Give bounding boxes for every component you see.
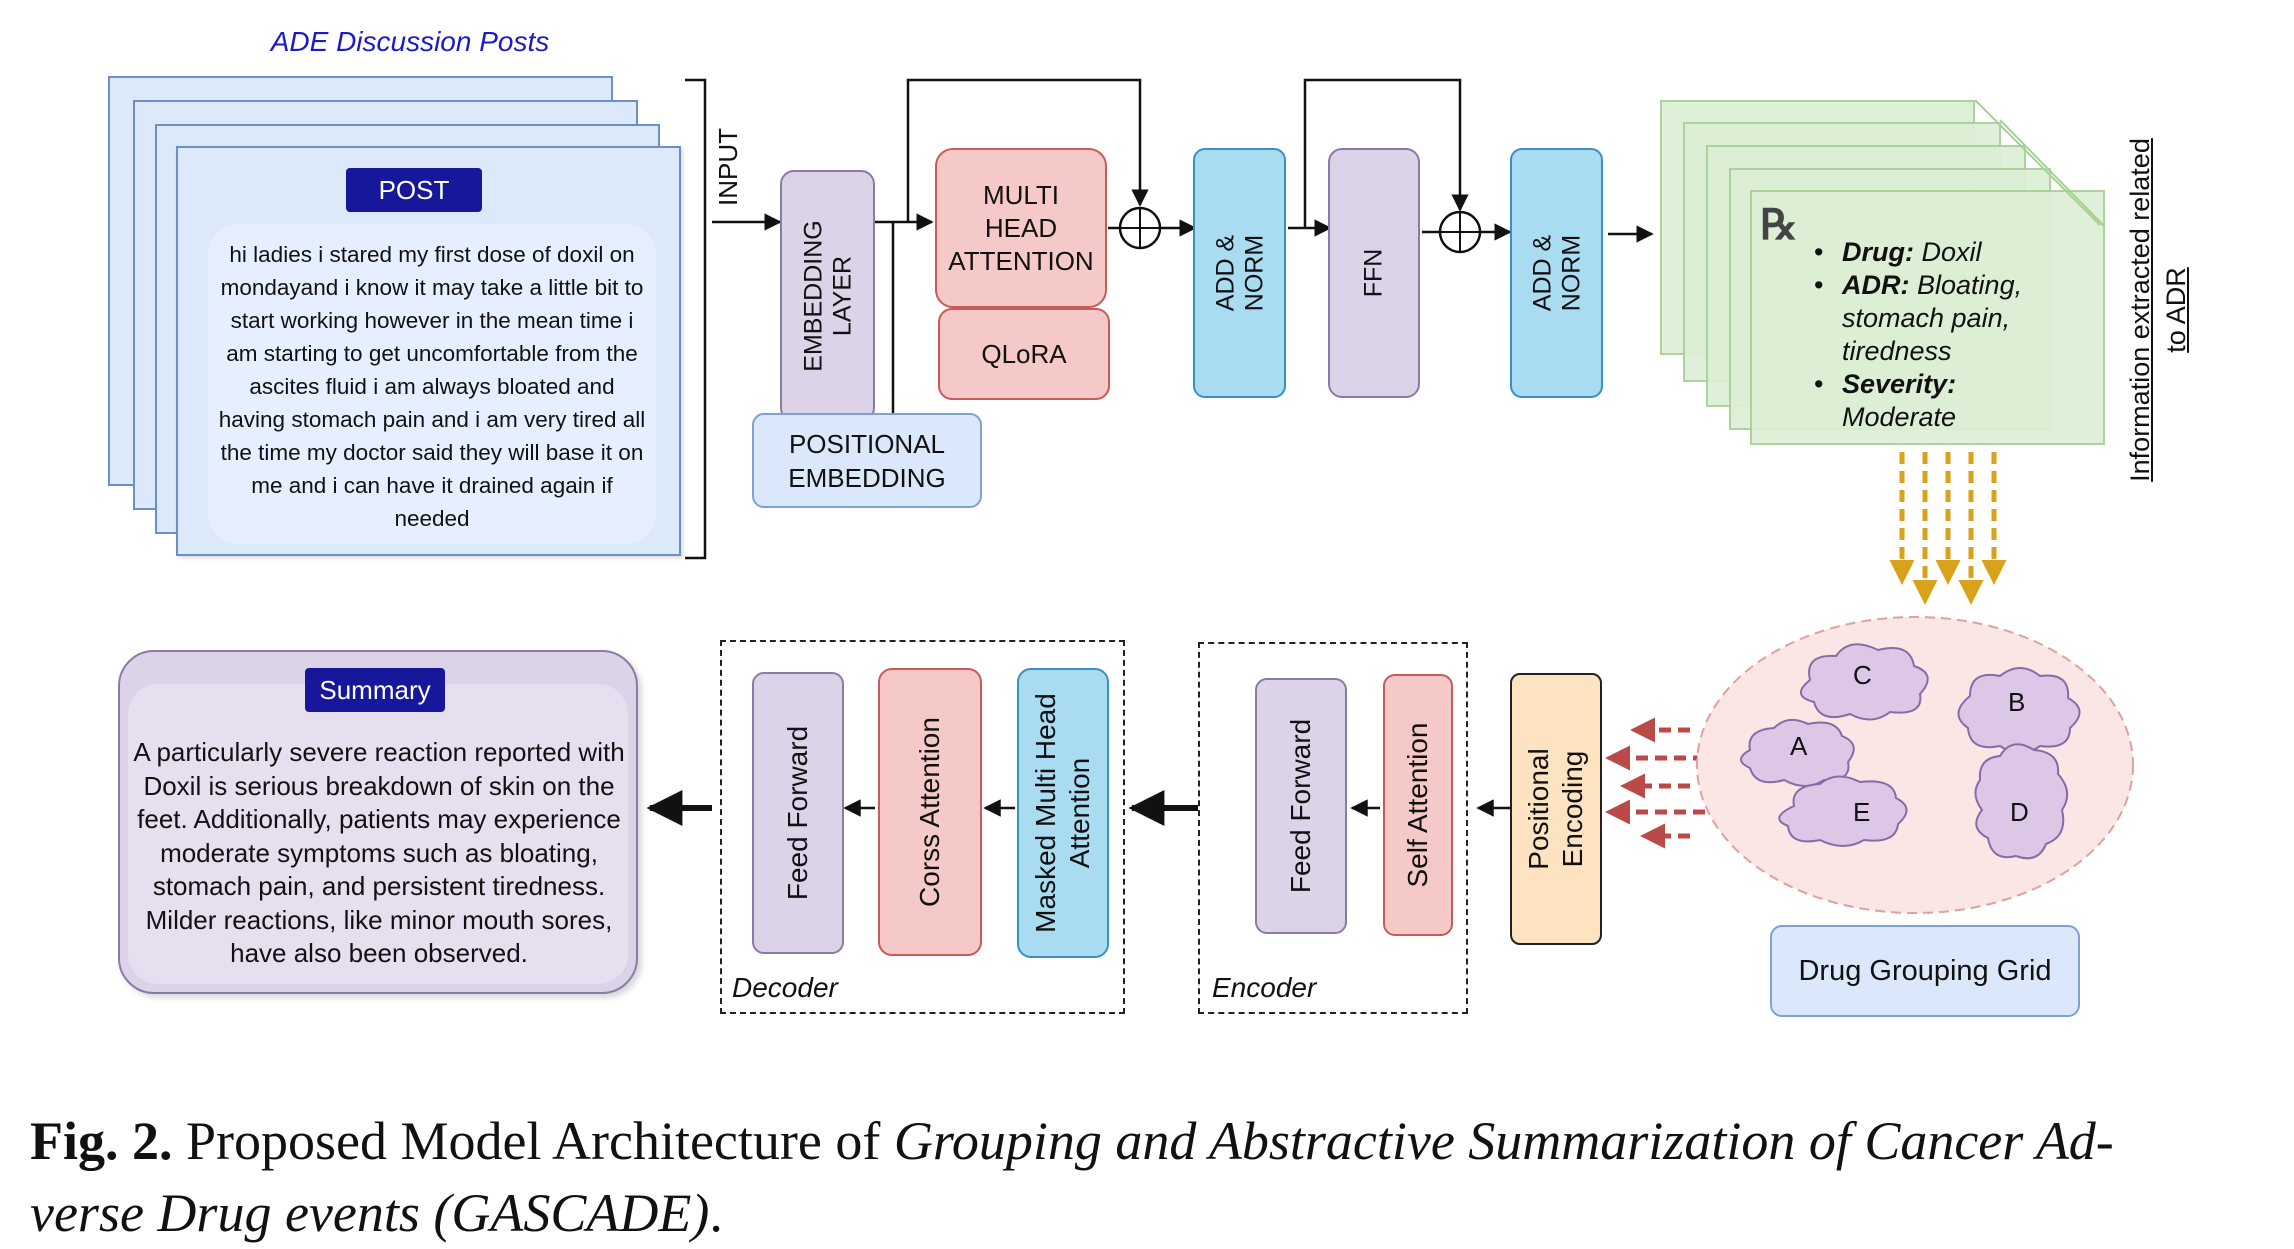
cloud-a [1740, 718, 1855, 787]
summary-inner [128, 684, 628, 984]
severity-value: Moderate [1842, 402, 1957, 432]
adr-label: ADR: [1842, 270, 1910, 300]
add-norm-1-line-2: NORM [1239, 234, 1268, 312]
cloud-d [1974, 743, 2069, 860]
adr-item: • ADR: Bloating, stomach pain, tiredness [1814, 270, 2023, 366]
drug-item: • Drug: Doxil [1814, 237, 1982, 267]
cluster-label-a: A [1790, 731, 1808, 761]
ade-posts-title: ADE Discussion Posts [270, 26, 550, 57]
decoder-block: Feed Forward Corss Attention Masked Mult… [720, 640, 1125, 1014]
add-norm-box-1: ADD & NORM [1193, 148, 1286, 398]
positional-encoding-line-2: Encoding [1557, 750, 1588, 868]
adr-value-3: tiredness [1842, 336, 1952, 366]
cluster-label-e: E [1853, 797, 1871, 827]
encoder-feed-forward-box: Feed Forward [1255, 678, 1347, 934]
cluster-clouds [1740, 643, 2081, 860]
extracted-info-list: • Drug: Doxil • ADR: Bloating, stomach p… [1808, 236, 2108, 434]
summary-text: A particularly severe reaction reported … [133, 737, 625, 968]
decoder-feed-forward-box: Feed Forward [752, 672, 844, 954]
decoder-masked-mha-line-2: Attention [1064, 757, 1095, 869]
info-extracted-line-1: Information extracted related [2125, 138, 2155, 482]
ffn-label: FFN [1359, 248, 1388, 298]
caption-italic-1: Grouping and Abstractive Summarization o… [893, 1111, 2114, 1171]
encoder-self-attention-label: Self Attention [1401, 722, 1433, 888]
post-text-bubble: hi ladies i stared my first dose of doxi… [208, 224, 656, 544]
positional-embedding-line-1: POSITIONAL [788, 428, 946, 459]
decoder-masked-mha-box: Masked Multi Head Attention [1017, 668, 1109, 958]
adr-value-2: stomach pain, [1842, 303, 2011, 333]
input-label-wrap: INPUT [712, 128, 746, 206]
encoder-label: Encoder [1212, 972, 1317, 1003]
mha-line-2: HEAD [984, 212, 1058, 243]
residual-loop-1 [906, 78, 1149, 222]
post-card: POST hi ladies i stared my first dose of… [176, 146, 681, 556]
qlora-box: QLoRA [938, 308, 1110, 400]
post-text: hi ladies i stared my first dose of doxi… [218, 242, 646, 531]
encoder-self-attention-box: Self Attention [1383, 674, 1453, 936]
positional-embedding-box: POSITIONAL EMBEDDING [752, 413, 982, 508]
embedding-layer-box: EMBEDDING LAYER [780, 170, 875, 422]
positional-encoding-box: Positional Encoding [1510, 673, 1602, 945]
mha-line-3: ATTENTION [948, 245, 1094, 276]
drug-label: Drug: [1842, 237, 1914, 267]
input-label: INPUT [713, 128, 744, 206]
drug-grouping-grid-box: Drug Grouping Grid [1770, 925, 2080, 1017]
caption-plain: Proposed Model Architecture of [172, 1111, 894, 1171]
decoder-cross-attention-box: Corss Attention [878, 668, 982, 956]
cluster-label-c: C [1853, 660, 1872, 690]
adr-value-1: Bloating, [1917, 270, 2023, 300]
summary-card: Summary A particularly severe reaction r… [118, 650, 638, 994]
cloud-e [1778, 775, 1908, 847]
info-extracted-wrap: Information extracted related to ADR [2125, 100, 2191, 520]
drug-cluster-ellipse [1696, 616, 2134, 914]
cluster-label-d: D [2010, 797, 2029, 827]
figure-caption: Fig. 2. Proposed Model Architecture of G… [30, 1105, 2270, 1249]
add-norm-box-2: ADD & NORM [1510, 148, 1603, 398]
positional-encoding-line-1: Positional [1523, 748, 1554, 870]
extracted-card-folds [1974, 100, 2105, 227]
caption-fig-number: Fig. 2. [30, 1111, 173, 1171]
drug-value: Doxil [1921, 237, 1982, 267]
summary-label: Summary [305, 668, 445, 712]
positional-embedding-line-2: EMBEDDING [788, 462, 946, 493]
grid-to-encoding-arrows [1605, 717, 1705, 849]
caption-end: . [709, 1183, 723, 1243]
cloud-c [1800, 643, 1929, 721]
input-bracket [685, 78, 707, 560]
decoder-masked-mha-line-1: Masked Multi Head [1030, 693, 1061, 933]
post-label: POST [346, 168, 482, 212]
mha-line-1: MULTI [982, 179, 1060, 210]
decoder-feed-forward-label: Feed Forward [781, 725, 813, 901]
encoder-feed-forward-label: Feed Forward [1284, 718, 1316, 894]
cluster-label-b: B [2008, 687, 2026, 717]
embedding-layer-line-2: LAYER [827, 255, 856, 337]
info-extracted-line-2: to ADR [2161, 267, 2191, 353]
decoder-label: Decoder [732, 972, 838, 1003]
embedding-layer-line-1: EMBEDDING [798, 220, 827, 372]
ffn-box: FFN [1328, 148, 1420, 398]
add-norm-1-line-1: ADD & [1210, 234, 1239, 312]
severity-item: • Severity: Moderate [1814, 369, 1957, 432]
severity-label: Severity: [1842, 369, 1957, 399]
extracted-card [1750, 190, 2105, 445]
encoder-block: Feed Forward Self Attention Encoder [1198, 642, 1468, 1014]
add-norm-2-line-2: NORM [1556, 234, 1585, 312]
multi-head-attention-box: MULTI HEAD ATTENTION [935, 148, 1107, 308]
cloud-b [1957, 667, 2081, 754]
decoder-cross-attention-label: Corss Attention [913, 717, 945, 907]
extraction-to-grid-arrows [1889, 452, 2007, 605]
add-norm-2-line-1: ADD & [1527, 234, 1556, 312]
caption-italic-2: verse Drug events (GASCADE) [30, 1183, 710, 1243]
residual-loop-2 [1303, 78, 1469, 228]
rx-icon: ℞ [1760, 201, 1798, 248]
